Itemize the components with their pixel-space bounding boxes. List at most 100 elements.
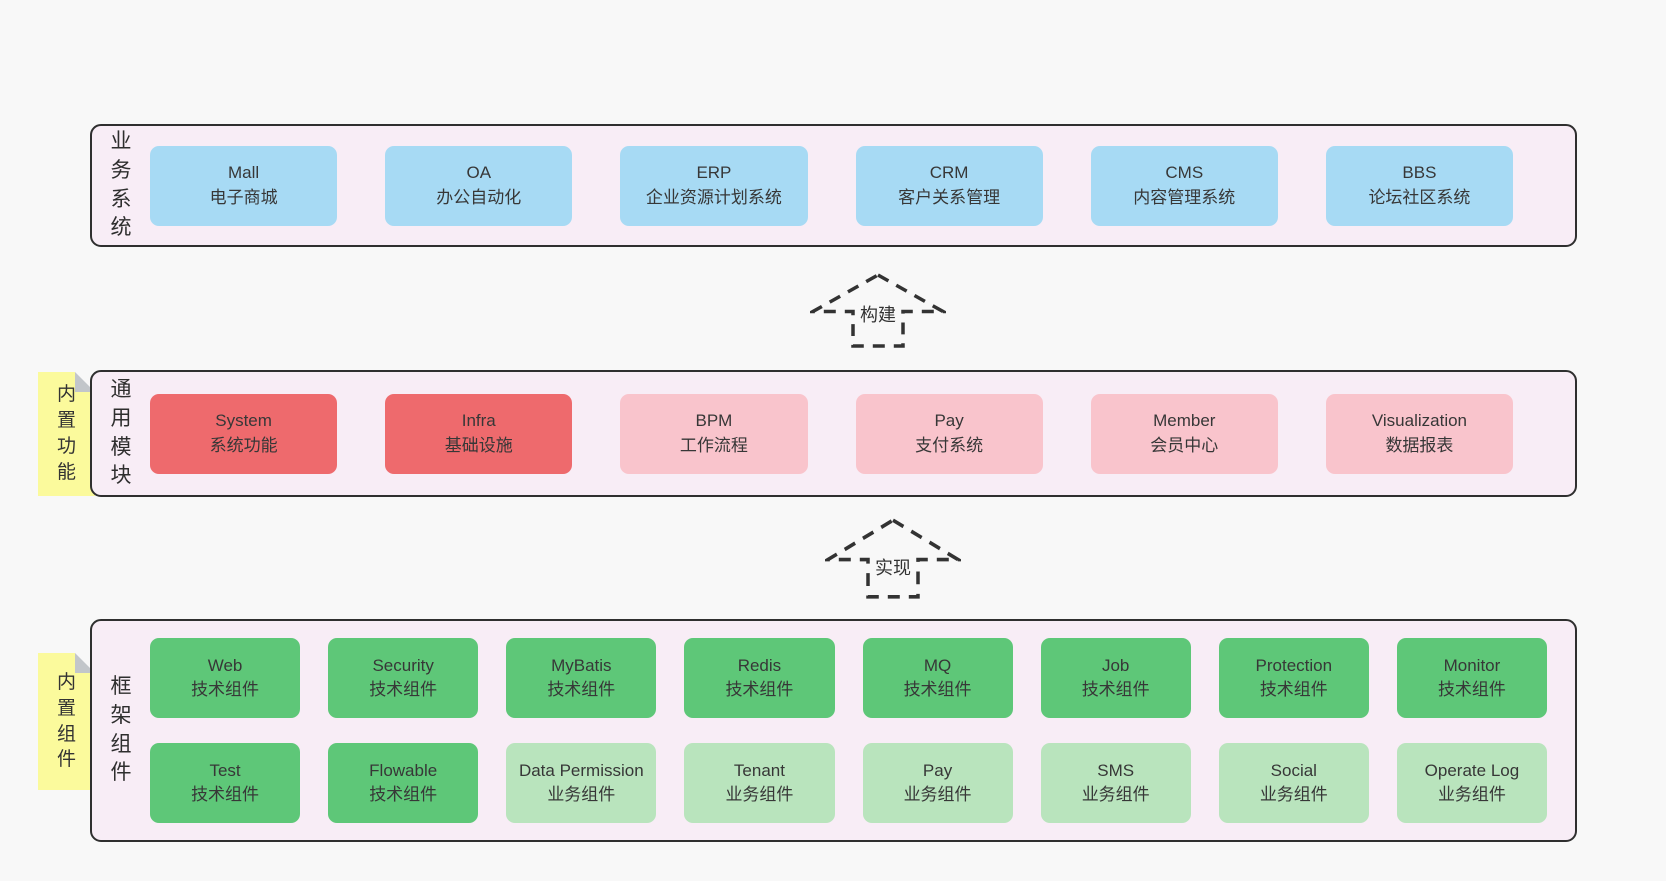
box-name: System <box>215 411 272 431</box>
box-desc: 系统功能 <box>209 435 278 455</box>
box-desc: 电子商城 <box>209 187 278 207</box>
box-name: Data Permission <box>518 760 644 780</box>
box-protection: Protection 技术组件 <box>1218 638 1369 718</box>
box-desc: 基础设施 <box>444 435 513 455</box>
box-desc: 技术组件 <box>1081 680 1150 699</box>
box-name: Security <box>372 655 434 675</box>
box-name: Test <box>209 760 241 780</box>
box-erp: ERP 企业资源计划系统 <box>620 145 808 226</box>
box-name: Operate Log <box>1424 760 1520 780</box>
box-desc: 内容管理系统 <box>1133 187 1236 207</box>
box-job: Job 技术组件 <box>1040 638 1191 718</box>
box-name: BPM <box>695 411 733 431</box>
box-name: ERP <box>696 163 732 183</box>
layer-label-text: 通用模块 <box>110 378 132 488</box>
dashed-up-arrow-build: 构建 <box>810 272 946 349</box>
box-cms: CMS 内容管理系统 <box>1090 145 1278 226</box>
box-desc: 支付系统 <box>915 435 984 455</box>
sticky-note-text: 内置组件 <box>56 671 76 771</box>
box-desc: 办公自动化 <box>436 187 522 207</box>
box-name: MQ <box>923 655 952 675</box>
box-desc: 业务组件 <box>1081 785 1150 804</box>
box-name: BBS <box>1402 163 1437 183</box>
box-crm: CRM 客户关系管理 <box>855 145 1043 226</box>
box-member: Member 会员中心 <box>1090 393 1278 474</box>
box-tenant: Tenant 业务组件 <box>684 743 835 823</box>
box-mall: Mall 电子商城 <box>150 145 338 226</box>
box-flowable: Flowable 技术组件 <box>328 743 479 823</box>
box-sms: SMS 业务组件 <box>1040 743 1191 823</box>
box-desc: 技术组件 <box>1437 680 1506 699</box>
common-box-row: System 系统功能 Infra 基础设施 BPM 工作流程 Pay 支付系统… <box>150 372 1575 495</box>
box-name: Flowable <box>369 760 438 780</box>
layer-label: 框架组件 <box>92 621 150 840</box>
sticky-note-built-in-features: 内置功能 <box>38 372 95 496</box>
layer-label: 业务系统 <box>92 126 150 245</box>
box-name: Redis <box>737 655 782 675</box>
box-security: Security 技术组件 <box>328 638 479 718</box>
box-web: Web 技术组件 <box>150 638 301 718</box>
box-desc: 技术组件 <box>725 680 794 699</box>
box-name: Social <box>1270 760 1317 780</box>
box-name: Visualization <box>1371 411 1468 431</box>
box-name: Infra <box>461 411 496 431</box>
up-arrow-icon <box>825 518 961 599</box>
box-desc: 工作流程 <box>679 435 748 455</box>
box-name: Monitor <box>1443 655 1501 675</box>
box-visualization: Visualization 数据报表 <box>1325 393 1514 474</box>
box-name: Tenant <box>733 760 785 780</box>
box-desc: 数据报表 <box>1385 435 1454 455</box>
box-desc: 企业资源计划系统 <box>645 187 782 207</box>
box-mq: MQ 技术组件 <box>862 638 1013 718</box>
business-box-row: Mall 电子商城 OA 办公自动化 ERP 企业资源计划系统 CRM 客户关系… <box>150 126 1575 245</box>
box-name: Mall <box>228 163 260 183</box>
layer-business-systems: 业务系统 Mall 电子商城 OA 办公自动化 ERP 企业资源计划系统 CRM… <box>90 124 1577 247</box>
up-arrow-icon <box>810 272 946 348</box>
box-desc: 技术组件 <box>903 680 972 699</box>
box-desc: 业务组件 <box>725 785 794 804</box>
layer-label-text: 框架组件 <box>110 675 132 785</box>
box-name: Protection <box>1255 655 1333 675</box>
box-pay-component: Pay 业务组件 <box>862 743 1013 823</box>
box-desc: 业务组件 <box>1259 785 1328 804</box>
box-name: Job <box>1101 655 1130 675</box>
box-data-permission: Data Permission 业务组件 <box>506 743 657 823</box>
box-desc: 业务组件 <box>547 785 616 804</box>
box-desc: 技术组件 <box>191 680 260 699</box>
box-mybatis: MyBatis 技术组件 <box>506 638 657 718</box>
box-desc: 技术组件 <box>1259 680 1328 699</box>
box-name: Pay <box>934 411 964 431</box>
box-system: System 系统功能 <box>150 393 338 474</box>
layer-common-modules: 通用模块 System 系统功能 Infra 基础设施 BPM 工作流程 Pay… <box>90 370 1577 497</box>
box-desc: 客户关系管理 <box>898 187 1001 207</box>
box-name: Web <box>207 655 243 675</box>
box-infra: Infra 基础设施 <box>385 393 573 474</box>
box-operate-log: Operate Log 业务组件 <box>1396 743 1547 823</box>
box-name: CMS <box>1165 163 1204 183</box>
box-name: MyBatis <box>551 655 612 675</box>
arrow-label: 实现 <box>872 553 914 580</box>
box-test: Test 技术组件 <box>150 743 301 823</box>
arrow-label: 构建 <box>857 300 899 327</box>
box-name: OA <box>466 163 492 183</box>
box-oa: OA 办公自动化 <box>385 145 573 226</box>
framework-box-rows: Web 技术组件 Security 技术组件 MyBatis 技术组件 Redi… <box>150 621 1575 840</box>
box-desc: 业务组件 <box>1437 785 1506 804</box>
box-name: Member <box>1153 411 1216 431</box>
box-pay-system: Pay 支付系统 <box>855 393 1043 474</box>
box-name: Pay <box>922 760 953 780</box>
box-desc: 论坛社区系统 <box>1368 187 1471 207</box>
box-desc: 技术组件 <box>369 785 438 804</box>
box-name: CRM <box>929 163 969 183</box>
box-redis: Redis 技术组件 <box>684 638 835 718</box>
box-desc: 技术组件 <box>547 680 616 699</box>
framework-row-1: Web 技术组件 Security 技术组件 MyBatis 技术组件 Redi… <box>150 638 1547 718</box>
box-bbs: BBS 论坛社区系统 <box>1325 145 1514 226</box>
layer-framework-components: 框架组件 Web 技术组件 Security 技术组件 MyBatis 技术组件… <box>90 619 1577 842</box>
box-social: Social 业务组件 <box>1218 743 1369 823</box>
sticky-note-built-in-components: 内置组件 <box>38 653 95 790</box>
layer-label: 通用模块 <box>92 372 150 495</box>
box-bpm: BPM 工作流程 <box>620 393 808 474</box>
box-name: SMS <box>1097 760 1135 780</box>
